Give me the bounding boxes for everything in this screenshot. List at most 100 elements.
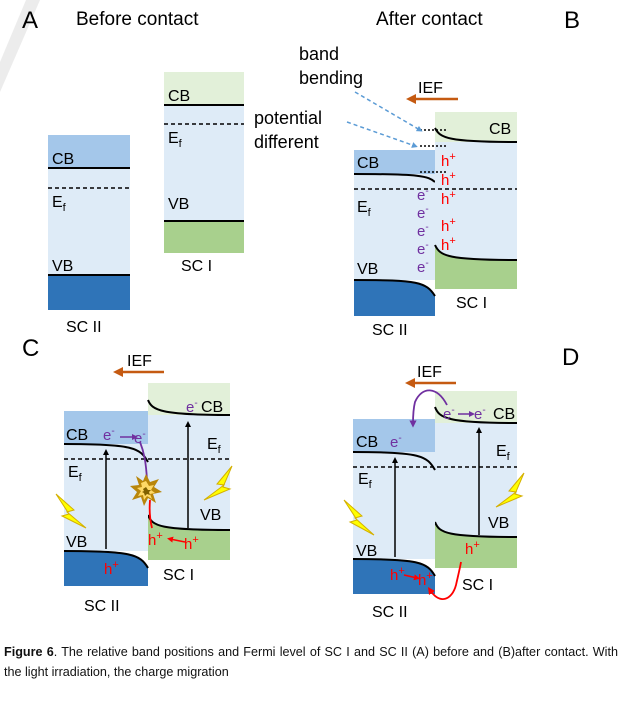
panel-b-sc1-name: SC I [456,295,487,312]
panel-b-title: After contact [376,9,483,30]
panel-a-sc1-block: CB Ef VB SC I [164,72,244,275]
band-bending-label-line2: bending [299,68,363,88]
panel-b-sc1-cb-label: CB [489,121,511,138]
panel-c-hole-target: h+ [184,534,199,553]
panel-c-sc2-vb-region [64,551,148,586]
lightning-icon [55,493,87,529]
band-diagram-figure: A Before contact CB Ef VB SC II CB Ef VB [0,0,580,621]
electron: e- [417,186,429,204]
panel-c-sc2-cb-label: CB [66,427,88,444]
panel-d-hole-transfer-curve [428,561,462,600]
panel-c-sc2-hole: h+ [104,559,119,578]
panel-b-sc2-cb-label: CB [357,155,379,172]
panel-c-sc1-vb-label: VB [200,507,221,524]
panel-d-electron-transfer-curve [409,389,448,428]
panel-b-sc2-block: CB Ef VB SC II [353,150,436,339]
electron: e- [417,258,429,276]
panel-a-sc1-vb-region [164,221,244,253]
panel-a-sc1-cb-label: CB [168,88,190,105]
electron: e- [417,204,429,222]
panel-c-sc2-cb-line [63,443,149,463]
panel-b-sc2-vb-region [354,280,435,316]
panel-c-sc2-cb-region [64,411,148,462]
panel-d-sc1-cb-label: CB [493,406,515,423]
panel-d-sc1-cb-line [434,406,518,424]
panel-d-sc1-vb-region [435,522,517,568]
panel-c-hole-source: h+ [148,530,163,549]
panel-a-sc2-name: SC II [66,319,102,336]
panel-d-sc1-hole: h+ [465,539,480,558]
panel-d-sc1-vb-label: VB [488,515,509,532]
panel-b-holes: h+ h+ h+ h+ h+ [441,151,456,254]
watermark-stripe [0,0,40,92]
panel-d-letter: D [562,344,579,371]
panel-a-sc1-name: SC I [181,258,212,275]
panel-a-letter: A [22,7,38,34]
potential-label-line2: different [254,132,319,152]
panel-d-ief-label: IEF [417,364,442,381]
lightning-icon [203,465,233,501]
panel-a-sc1-cb-region [164,72,244,105]
panel-c-hole-move-arrow [167,536,186,543]
panel-b-sc2-name: SC II [372,322,408,339]
panel-b-sc1-vb-line [434,244,518,261]
panel-b-ief-label: IEF [418,80,443,97]
panel-d-sc2-name: SC II [372,604,408,621]
panel-a-title: Before contact [76,9,199,30]
panel-d-hole-target: h+ [418,570,433,589]
panel-c-sc1-cb-line [147,399,231,416]
panel-d-sc2-vb-line [352,558,436,577]
panel-d-sc2-cb-line [352,451,436,471]
band-bending-label-line1: band [299,44,339,64]
panel-c-sc2-vb-line [63,550,149,569]
panel-a-sc1-ef-label: Ef [168,130,183,150]
panel-c-sc2-block: CB Ef VB SC II e- h+ [63,411,149,615]
panel-d-sc1-body [435,423,517,537]
panel-c-ief-label: IEF [127,353,152,370]
panel-a: A Before contact CB Ef VB SC II CB Ef VB [22,7,244,336]
panel-c-sc2-ef-label: Ef [68,464,83,484]
panel-b-sc1-vb-region [435,245,517,289]
hole: h+ [441,151,456,170]
panel-d-sc1-vb-line [434,521,518,538]
band-bending-callout-arrow [354,91,423,132]
panel-c-sc2-vb-label: VB [66,534,87,551]
panel-a-sc2-cb-region [48,135,130,168]
panel-d-sc2-body [353,452,435,559]
panel-a-sc2-vb-region [48,275,130,310]
panel-c-sc1-vb-region [148,515,230,560]
panel-b-electrons: e- e- e- e- e- [417,186,429,276]
panel-b-sc2-cb-line [353,173,436,183]
panel-d-sc2-vb-label: VB [356,543,377,560]
electron: e- [417,222,429,240]
panel-d-electron-target: e- [474,405,486,423]
panel-d-sc2-cb-region [353,419,435,470]
recombination-burst-icon [130,474,162,506]
panel-d-sc1-ef-label: Ef [496,443,511,463]
panel-c: C IEF CB Ef VB SC I e- CB Ef VB [22,335,233,615]
panel-c-sc2-electron: e- [103,426,115,444]
panel-b-sc2-ef-label: Ef [357,199,372,219]
figure-caption-text: . The relative band positions and Fermi … [4,645,618,679]
panel-d: D IEF CB Ef VB SC I h+ CB e- Ef [343,344,579,621]
panel-c-sc1-block: CB Ef VB SC I e- [147,383,231,584]
panel-d-sc2-ef-label: Ef [358,471,373,491]
hole: h+ [441,189,456,208]
panel-d-hole-source: h+ [390,565,405,584]
panel-b-sc2-vb-label: VB [357,261,378,278]
panel-b-sc1-cb-line [434,127,518,143]
panel-b-sc2-vb-line [353,279,436,297]
panel-c-sc2-name: SC II [84,598,120,615]
panel-c-sc1-body [148,415,230,530]
panel-c-sc1-cb-label: CB [201,399,223,416]
panel-d-electron-source: e- [443,405,455,423]
panel-d-sc2-cb-label: CB [356,434,378,451]
panel-c-letter: C [22,335,39,362]
panel-b-sc1-body [435,142,517,260]
electron: e- [417,240,429,258]
panel-c-recombination-path-hole [148,499,153,529]
panel-d-sc1-block: CB Ef VB SC I h+ [434,391,518,594]
panel-c-sc1-name: SC I [163,567,194,584]
figure-caption: Figure 6. The relative band positions an… [4,642,618,716]
panel-d-hole-move-arrow [403,574,420,581]
